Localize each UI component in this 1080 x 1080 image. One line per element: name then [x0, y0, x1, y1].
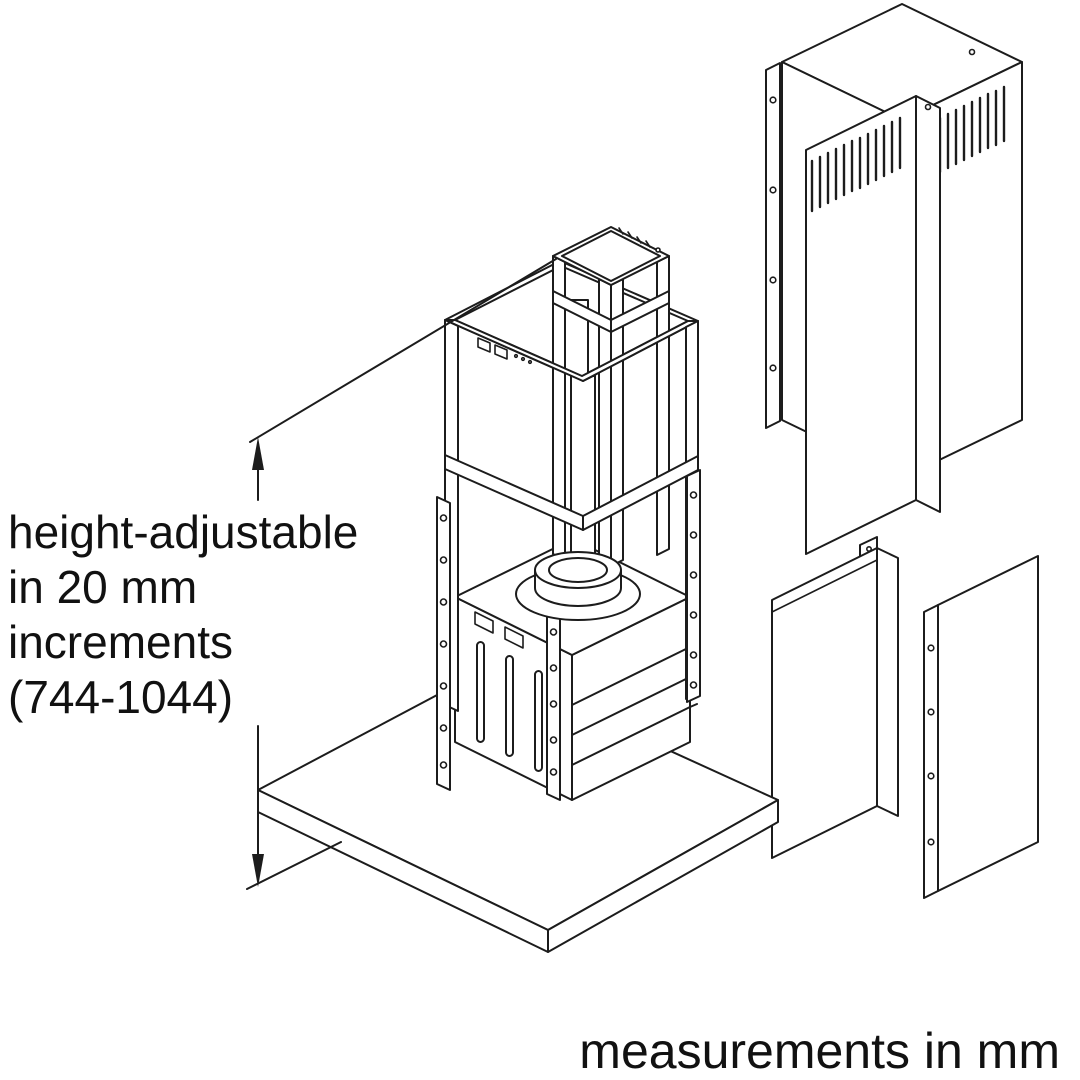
- bracket-cutouts: [477, 337, 533, 365]
- height-adjust-strip-right: [686, 469, 701, 703]
- chimney-cover-lower-front: [771, 536, 899, 859]
- adjust-holes: [549, 628, 558, 776]
- units-note: measurements in mm: [579, 1023, 1060, 1079]
- mounting-flange: [923, 604, 939, 899]
- vent-louvers: [810, 116, 902, 213]
- mounting-flange: [765, 62, 781, 429]
- screw-hole: [968, 48, 976, 56]
- arrowhead-up: [252, 437, 264, 470]
- height-note-line4: (744-1044): [8, 671, 233, 723]
- flange-holes: [769, 96, 777, 372]
- inner-frame-top: [552, 226, 670, 286]
- baffle-vent-slots: [476, 641, 543, 772]
- chimney-cover-lower-right: [923, 555, 1039, 899]
- hem-line: [771, 559, 878, 613]
- height-dimension: [246, 258, 557, 890]
- dimension-arrow: [252, 437, 264, 887]
- height-note-line3: increments: [8, 616, 233, 668]
- height-note-line1: height-adjustable: [8, 506, 358, 558]
- chimney-cover-upper-front: [805, 95, 941, 555]
- adjust-holes: [439, 514, 448, 769]
- top-edge-ticks: [618, 227, 651, 248]
- duct-opening: [548, 557, 608, 583]
- height-note-line2: in 20 mm: [8, 561, 197, 613]
- adjust-holes: [689, 491, 698, 689]
- flange-holes: [927, 644, 935, 846]
- extension-lines: [246, 258, 557, 890]
- height-note: height-adjustable in 20 mm increments (7…: [8, 506, 358, 723]
- arrowhead-down: [252, 854, 264, 887]
- screw-hole: [655, 247, 661, 253]
- control-cutouts: [474, 611, 524, 649]
- duct-collar: [515, 551, 641, 621]
- screw-hole: [924, 103, 932, 111]
- canopy-plate: [257, 667, 779, 953]
